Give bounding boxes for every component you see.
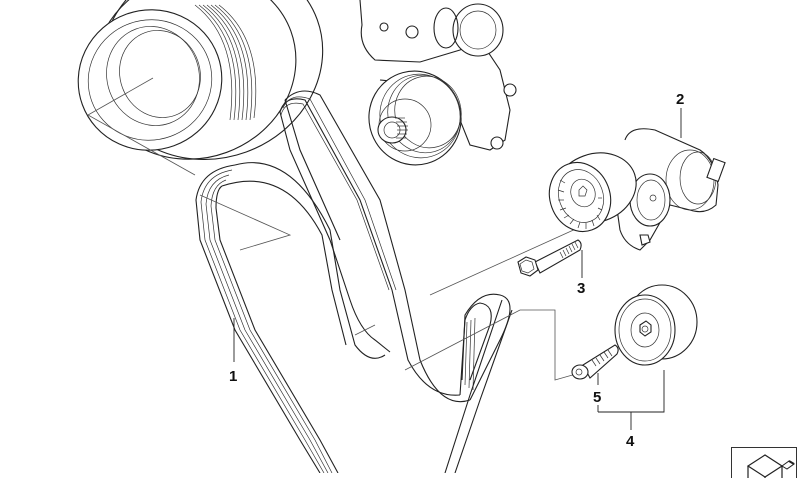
cube-view-icon[interactable] [731, 447, 797, 478]
water-pump [359, 0, 517, 166]
callout-3: 3 [577, 280, 586, 297]
cube-icon [746, 454, 795, 478]
crankshaft-pulley [77, 0, 324, 176]
callout-2: 2 [676, 91, 685, 108]
callout-1: 1 [229, 368, 238, 385]
idler-pulley [614, 284, 698, 366]
callout-5: 5 [593, 389, 602, 406]
leader-lines [233, 108, 682, 430]
hex-bolt [517, 239, 582, 277]
centerlines [199, 194, 601, 381]
parts-diagram [77, 0, 726, 473]
callout-4: 4 [626, 433, 635, 450]
ribbed-v-belt [195, 90, 513, 473]
tensioner-pulley [548, 152, 637, 233]
belt-tensioner [614, 128, 726, 251]
socket-head-bolt [571, 344, 619, 380]
